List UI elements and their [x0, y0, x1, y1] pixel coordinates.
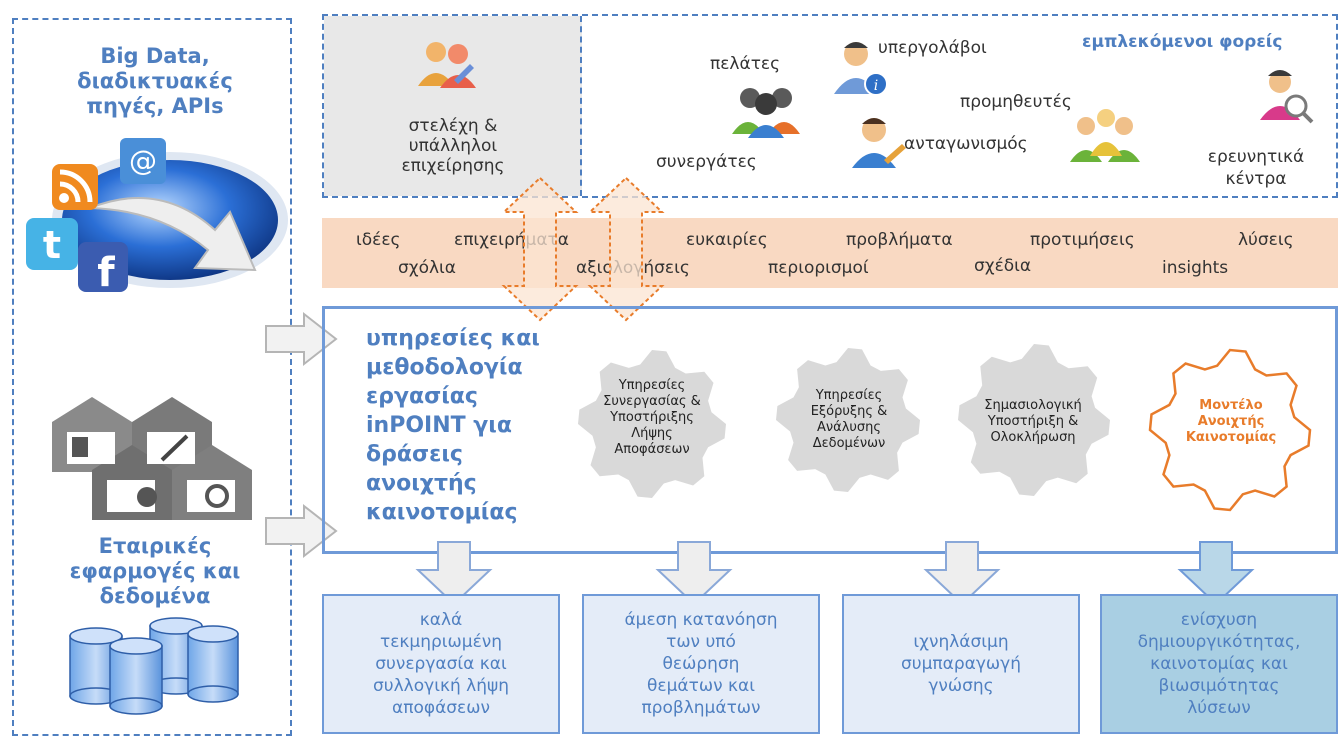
gear-open-innovation — [1148, 348, 1312, 512]
ideas-word: προβλήματα — [846, 230, 953, 250]
ideas-word: σχόλια — [398, 258, 457, 278]
customers-icon — [732, 88, 800, 138]
methodology-title: υπηρεσίες και μεθοδολογία εργασίας inPOI… — [366, 326, 540, 525]
gear-label-open-innovation: Μοντέλο Ανοιχτής Καινοτομίας — [1185, 398, 1277, 445]
enterprise-title: Εταιρικές εφαρμογές και δεδομένα — [69, 534, 241, 608]
ideas-word: σχέδια — [974, 256, 1032, 276]
gear-data-mining — [776, 348, 920, 492]
down-arrow-4 — [1177, 541, 1255, 606]
ideas-word: προτιμήσεις — [1030, 230, 1135, 250]
actors-heading: εμπλεκόμενοι φορείς — [1082, 32, 1283, 52]
exchange-arrow-right — [587, 176, 665, 322]
sources-title: Big Data, διαδικτυακές πηγές, APIs — [77, 44, 233, 118]
gear-label-collaboration: Υπηρεσίες Συνεργασίας & Υποστήριξης Λήψη… — [603, 378, 701, 457]
svg-text:i: i — [874, 78, 878, 94]
outcome-knowledge-coproduction: ιχνηλάσιμη συμπαραγωγή γνώσης — [842, 594, 1080, 734]
ideas-word: ευκαιρίες — [686, 230, 768, 250]
email-icon: @ — [120, 138, 166, 184]
research-centers-icon — [1260, 70, 1314, 124]
ideas-word: insights — [1162, 258, 1229, 278]
competition-label: ανταγωνισμός — [904, 134, 1028, 154]
competition-icon — [852, 118, 906, 168]
outcome-creativity-innovation: ενίσχυση δημιουργικότητας, καινοτομίας κ… — [1100, 594, 1338, 734]
down-arrow-3 — [923, 541, 1001, 606]
down-arrow-1 — [415, 541, 493, 606]
suppliers-label: προμηθευτές — [960, 92, 1072, 112]
customers-label: πελάτες — [710, 54, 781, 74]
left-sources-panel — [12, 18, 292, 736]
database-icon — [69, 617, 239, 715]
down-arrow-2 — [655, 541, 733, 606]
actors-panel — [322, 14, 1338, 198]
subcontractors-label: υπεργολάβοι — [878, 38, 987, 58]
data-warehouse-icon — [52, 397, 252, 520]
ideas-word: ιδέες — [356, 230, 401, 250]
outcome-issue-understanding: άμεση κατανόηση των υπό θεώρηση θεμάτων … — [582, 594, 820, 734]
rss-icon — [52, 164, 98, 210]
staff-label: στελέχη & υπάλληλοι επιχείρησης — [401, 116, 505, 176]
partners-label: συνεργάτες — [656, 152, 757, 172]
facebook-icon: f — [78, 242, 128, 296]
exchange-arrow-left — [501, 176, 579, 322]
research-centers-label: ερευνητικά κέντρα — [1207, 147, 1305, 189]
gear-collaboration — [578, 350, 726, 498]
suppliers-icon — [1070, 109, 1140, 162]
staff-icon — [418, 42, 476, 88]
svg-text:@: @ — [129, 144, 157, 177]
gear-label-data-mining: Υπηρεσίες Εξόρυξης & Ανάλυσης Δεδομένων — [810, 388, 888, 451]
gear-semantic — [958, 344, 1110, 496]
ideas-word: περιορισμοί — [768, 258, 869, 278]
ideas-word: λύσεις — [1238, 230, 1294, 250]
svg-text:t: t — [43, 223, 61, 267]
twitter-icon: t — [26, 218, 78, 270]
outcome-collective-decisions: καλά τεκμηριωμένη συνεργασία και συλλογι… — [322, 594, 560, 734]
input-arrow-top — [265, 311, 338, 367]
svg-text:f: f — [97, 250, 115, 296]
subcontractors-icon: i — [834, 42, 888, 96]
methodology-box — [322, 306, 1338, 554]
gear-label-semantic: Σημασιολογική Υποστήριξη & Ολοκλήρωση — [984, 398, 1082, 445]
ideas-band — [322, 218, 1338, 288]
input-arrow-bottom — [265, 503, 338, 559]
